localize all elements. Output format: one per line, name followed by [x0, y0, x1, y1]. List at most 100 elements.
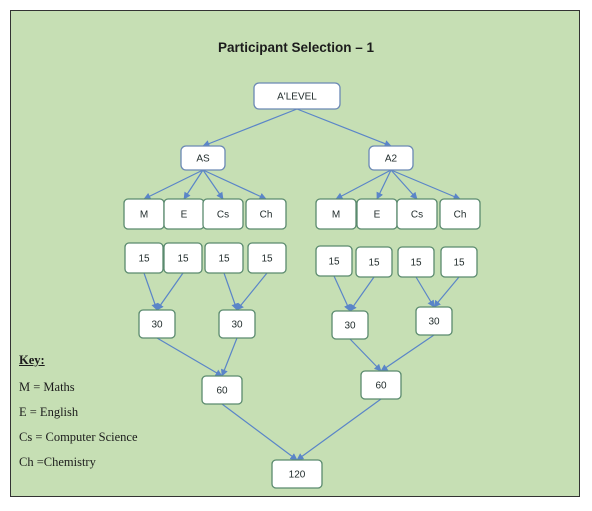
node-label: 30 [151, 320, 163, 331]
node-label: 15 [410, 258, 422, 269]
node-box [163, 242, 203, 274]
arrow-a2-cs15-to-a2-30b [415, 276, 435, 308]
arrow-as-cs15-to-as-30b [223, 272, 239, 311]
node-as-30a: 30 [138, 309, 176, 339]
node-box [218, 309, 256, 339]
arrow-as-ch15-to-as-30b [236, 272, 268, 311]
node-label: 120 [289, 470, 306, 481]
node-label: E [181, 210, 188, 221]
node-box [331, 310, 369, 340]
arrow-as-to-as-ch [202, 169, 267, 200]
node-label: 15 [453, 258, 465, 269]
arrow-as-to-as-e [183, 169, 204, 200]
node-label: Cs [217, 210, 229, 221]
diagram-title: Participant Selection – 1 [217, 40, 375, 55]
nodes: A'LEVEL AS A2M E Cs Ch M E Cs Ch 15 15 15 15 15 15 15 15 3… [123, 82, 481, 489]
key-item-chemistry: Ch =Chemistry [19, 455, 96, 469]
node-as-30b: 30 [218, 309, 256, 339]
node-box [439, 198, 481, 230]
node-label: 15 [368, 258, 380, 269]
node-box [201, 375, 243, 405]
node-box [124, 242, 164, 274]
arrow-a2-to-a2-m [335, 169, 392, 200]
node-alevel: A'LEVEL [253, 82, 341, 110]
node-box [245, 198, 287, 230]
node-label: E [374, 210, 381, 221]
node-label: 15 [138, 254, 150, 265]
node-as-e: E [163, 198, 205, 230]
node-label: 60 [216, 386, 228, 397]
edges [143, 108, 461, 461]
node-box [138, 309, 176, 339]
node-a2: A2 [368, 145, 414, 171]
node-as-60: 60 [201, 375, 243, 405]
node-as-ch: Ch [245, 198, 287, 230]
node-box [355, 246, 393, 278]
node-box [360, 370, 402, 400]
node-box [415, 306, 453, 336]
node-box [396, 198, 438, 230]
node-a2-e: E [356, 198, 398, 230]
arrow-a2-to-a2-e [376, 169, 392, 200]
arrow-as-e15-to-as-30a [156, 272, 184, 311]
node-a2-60: 60 [360, 370, 402, 400]
node-box [440, 246, 478, 278]
node-label: 30 [344, 321, 356, 332]
arrow-as-m15-to-as-30a [143, 272, 159, 311]
key-item-maths: M = Maths [19, 380, 75, 394]
arrow-as-60-to-total [221, 403, 298, 461]
node-box [247, 242, 287, 274]
node-box [180, 145, 226, 171]
node-label: 15 [261, 254, 273, 265]
node-label: 15 [218, 254, 230, 265]
arrow-a2-60-to-total [296, 398, 382, 461]
node-label: Cs [411, 210, 423, 221]
key-legend: Key: M = Maths E = English Cs = Computer… [19, 353, 138, 480]
node-label: M [332, 210, 340, 221]
node-as-cs: Cs [202, 198, 244, 230]
node-label: A'LEVEL [277, 92, 317, 103]
node-label: 30 [231, 320, 243, 331]
node-as-cs15: 15 [204, 242, 244, 274]
node-box [204, 242, 244, 274]
node-box [271, 459, 323, 489]
node-label: A2 [385, 154, 398, 165]
node-box [253, 82, 341, 110]
arrow-a2-30a-to-a2-60 [349, 338, 382, 372]
key-title: Key: [19, 353, 45, 367]
node-as-e15: 15 [163, 242, 203, 274]
node-as-m15: 15 [124, 242, 164, 274]
arrow-as-to-as-cs [202, 169, 224, 200]
arrow-a2-to-a2-cs [390, 169, 418, 200]
node-a2-m15: 15 [315, 245, 353, 277]
node-label: 60 [375, 381, 387, 392]
node-a2-ch15: 15 [440, 246, 478, 278]
node-box [397, 246, 435, 278]
node-a2-30a: 30 [331, 310, 369, 340]
arrow-as-30b-to-as-60 [221, 337, 238, 377]
arrow-a2-m15-to-a2-30a [333, 275, 351, 312]
node-label: 30 [428, 317, 440, 328]
node-a2-30b: 30 [415, 306, 453, 336]
node-label: Ch [260, 210, 273, 221]
node-a2-ch: Ch [439, 198, 481, 230]
node-label: 15 [177, 254, 189, 265]
arrow-as-to-as-m [143, 169, 204, 200]
arrow-as-30a-to-as-60 [156, 337, 223, 377]
node-a2-e15: 15 [355, 246, 393, 278]
node-a2-m: M [315, 198, 357, 230]
arrow-alevel-to-as [202, 108, 298, 147]
node-as-m: M [123, 198, 165, 230]
node-a2-cs: Cs [396, 198, 438, 230]
arrow-a2-e15-to-a2-30a [349, 276, 375, 312]
arrow-alevel-to-a2 [296, 108, 392, 147]
node-label: Ch [454, 210, 467, 221]
node-label: AS [196, 154, 210, 165]
node-box [202, 198, 244, 230]
node-box [315, 198, 357, 230]
key-item-computer-science: Cs = Computer Science [19, 430, 138, 444]
node-box [315, 245, 353, 277]
node-box [368, 145, 414, 171]
arrow-a2-ch15-to-a2-30b [433, 276, 460, 308]
